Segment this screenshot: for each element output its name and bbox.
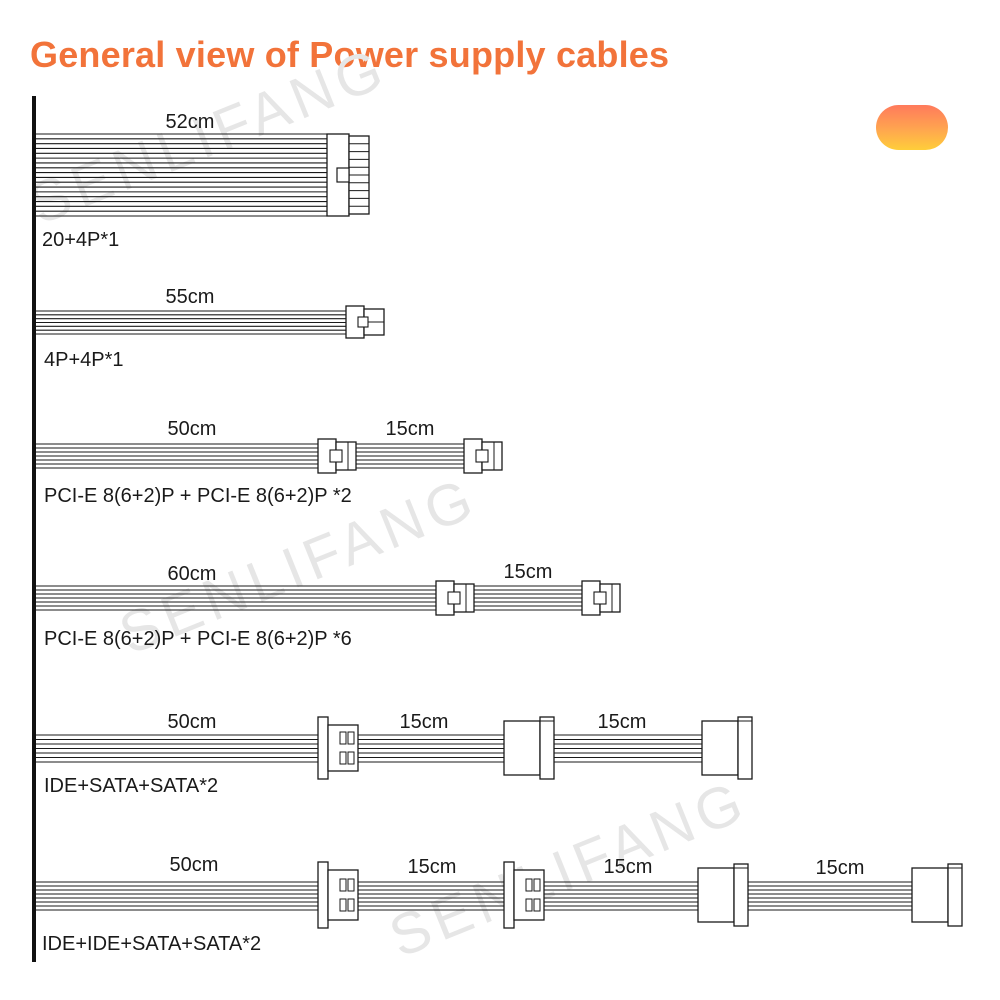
page-title: General view of Power supply cables <box>30 34 670 75</box>
wire-bundle-segment-1 <box>36 734 318 763</box>
sata-connector <box>697 863 749 927</box>
segment-length-label: 15cm <box>816 857 865 879</box>
wire-bundle-segment-3 <box>554 734 702 763</box>
wire-bundle-segment-1 <box>36 443 318 469</box>
wire-bundle-segment-2 <box>474 585 582 611</box>
wire-bundle-segment-1 <box>36 585 436 611</box>
pcie-6-2pin-connector <box>435 580 475 616</box>
wire-bundle-segment-1 <box>36 881 318 911</box>
wire-bundle-segment-2 <box>358 734 504 763</box>
cable-label: IDE+SATA+SATA*2 <box>44 775 218 797</box>
ide-molex-connector <box>503 861 545 929</box>
ide-molex-connector <box>317 716 359 780</box>
atx-24pin-connector <box>326 133 370 217</box>
eps-4-4pin-connector <box>345 305 385 339</box>
wire-bundle-segment-1 <box>36 133 327 217</box>
segment-length-label: 50cm <box>170 854 219 876</box>
cable-label: PCI-E 8(6+2)P + PCI-E 8(6+2)P *6 <box>44 628 352 650</box>
wire-bundle-segment-1 <box>36 310 346 335</box>
pcie-6-2pin-connector <box>317 438 357 474</box>
wire-bundle-segment-4 <box>748 881 912 911</box>
segment-length-label: 15cm <box>604 856 653 878</box>
cable-label: 4P+4P*1 <box>44 349 124 371</box>
segment-length-label: 15cm <box>598 711 647 733</box>
cable-1: 52cm 20+4P*1 <box>36 111 370 251</box>
cable-label: PCI-E 8(6+2)P + PCI-E 8(6+2)P *2 <box>44 485 352 507</box>
segment-length-label: 52cm <box>166 111 215 133</box>
sata-connector <box>911 863 963 927</box>
segment-length-label: 15cm <box>400 711 449 733</box>
pcie-6-2pin-connector <box>581 580 621 616</box>
segment-length-label: 15cm <box>386 418 435 440</box>
cable-label: 20+4P*1 <box>42 229 119 251</box>
ide-molex-connector <box>317 861 359 929</box>
segment-length-label: 50cm <box>168 418 217 440</box>
cable-2: 55cm 4P+4P*1 <box>36 286 385 371</box>
segment-length-label: 60cm <box>168 563 217 585</box>
segment-length-label: 15cm <box>408 856 457 878</box>
segment-length-label: 15cm <box>504 561 553 583</box>
sata-connector <box>701 716 753 780</box>
gradient-badge <box>876 105 948 150</box>
wire-bundle-segment-3 <box>544 881 698 911</box>
cable-label: IDE+IDE+SATA+SATA*2 <box>42 933 261 955</box>
sata-connector <box>503 716 555 780</box>
wire-bundle-segment-2 <box>358 881 504 911</box>
segment-length-label: 55cm <box>166 286 215 308</box>
pcie-6-2pin-connector <box>463 438 503 474</box>
segment-length-label: 50cm <box>168 711 217 733</box>
wire-bundle-segment-2 <box>356 443 464 469</box>
